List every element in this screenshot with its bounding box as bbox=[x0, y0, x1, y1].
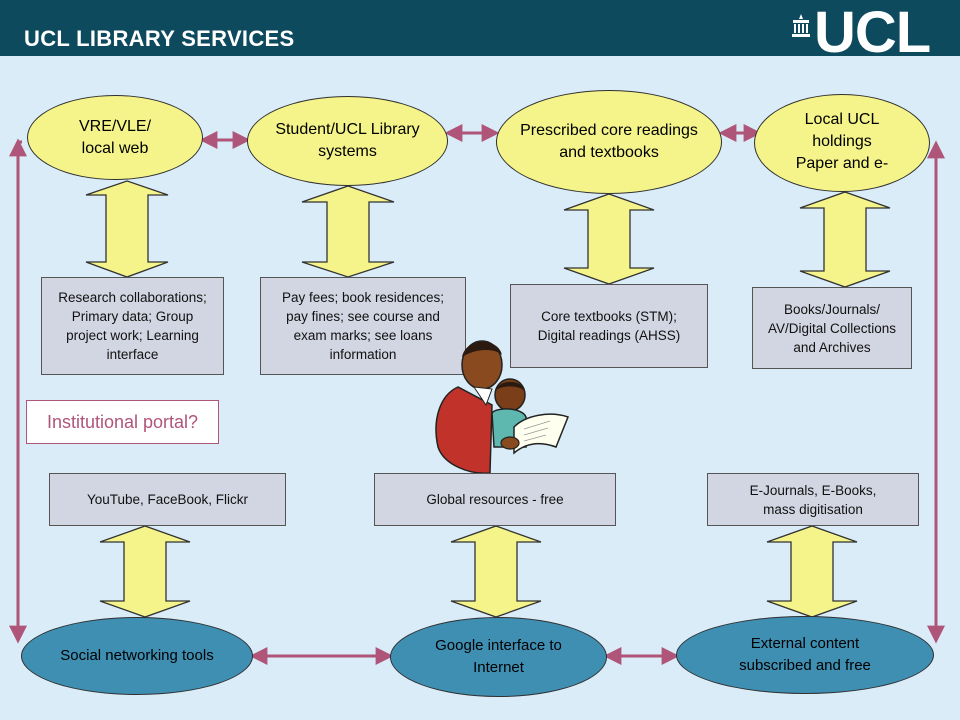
page-title: UCL LIBRARY SERVICES bbox=[24, 26, 295, 51]
ellipse-social-networking: Social networking tools bbox=[21, 617, 253, 695]
block-arrow-4 bbox=[799, 191, 891, 288]
block-arrow-6 bbox=[450, 525, 542, 618]
ellipse-student-library-systems-label: Student/UCL Library systems bbox=[275, 121, 420, 160]
box-research-collaborations: Research collaborations; Primary data; G… bbox=[41, 277, 224, 375]
ellipse-student-library-systems: Student/UCL Library systems bbox=[247, 96, 448, 186]
ellipse-google-interface-label: Google interface to Internet bbox=[435, 637, 562, 676]
ellipse-social-networking-label: Social networking tools bbox=[60, 647, 214, 664]
block-arrow-3 bbox=[563, 193, 655, 285]
block-arrow-5 bbox=[99, 525, 191, 618]
ellipse-external-content: External content subscribed and free bbox=[676, 616, 934, 694]
block-arrow-2 bbox=[301, 185, 395, 278]
box-ejournals-ebooks: E-Journals, E-Books, mass digitisation bbox=[707, 473, 919, 526]
box-youtube-facebook-flickr: YouTube, FaceBook, Flickr bbox=[49, 473, 286, 526]
box-core-textbooks-text: Core textbooks (STM); Digital readings (… bbox=[537, 309, 681, 343]
ellipse-google-interface: Google interface to Internet bbox=[390, 617, 607, 697]
box-youtube-facebook-flickr-text: YouTube, FaceBook, Flickr bbox=[86, 492, 249, 507]
box-pay-fees: Pay fees; book residences; pay fines; se… bbox=[260, 277, 466, 375]
institutional-portal-label: Institutional portal? bbox=[26, 400, 219, 444]
ellipse-local-holdings-label: Local UCL holdings Paper and e- bbox=[795, 111, 889, 172]
block-arrow-7 bbox=[766, 525, 858, 618]
ellipse-vre-vle: VRE/VLE/ local web bbox=[27, 95, 203, 180]
box-global-resources: Global resources - free bbox=[374, 473, 616, 526]
ellipse-vre-vle-label: VRE/VLE/ local web bbox=[78, 117, 152, 157]
box-ejournals-ebooks-text: E-Journals, E-Books, mass digitisation bbox=[749, 482, 877, 517]
ucl-logo: UCL bbox=[814, 0, 931, 65]
box-global-resources-text: Global resources - free bbox=[426, 492, 564, 507]
box-books-journals-text: Books/Journals/ AV/Digital Collections a… bbox=[767, 301, 897, 355]
header-bar: UCL LIBRARY SERVICES UCL bbox=[0, 0, 960, 62]
ellipse-external-content-label: External content subscribed and free bbox=[739, 635, 871, 674]
ellipse-prescribed-readings: Prescribed core readings and textbooks bbox=[496, 90, 722, 194]
box-core-textbooks: Core textbooks (STM); Digital readings (… bbox=[510, 284, 708, 368]
block-arrow-1 bbox=[85, 180, 169, 278]
portico-icon bbox=[792, 14, 810, 37]
ellipse-prescribed-readings-label: Prescribed core readings and textbooks bbox=[520, 122, 698, 161]
box-pay-fees-text: Pay fees; book residences; pay fines; se… bbox=[281, 290, 445, 362]
box-books-journals: Books/Journals/ AV/Digital Collections a… bbox=[752, 287, 912, 369]
box-research-collaborations-text: Research collaborations; Primary data; G… bbox=[58, 290, 207, 362]
ellipse-local-holdings: Local UCL holdings Paper and e- bbox=[754, 94, 930, 192]
